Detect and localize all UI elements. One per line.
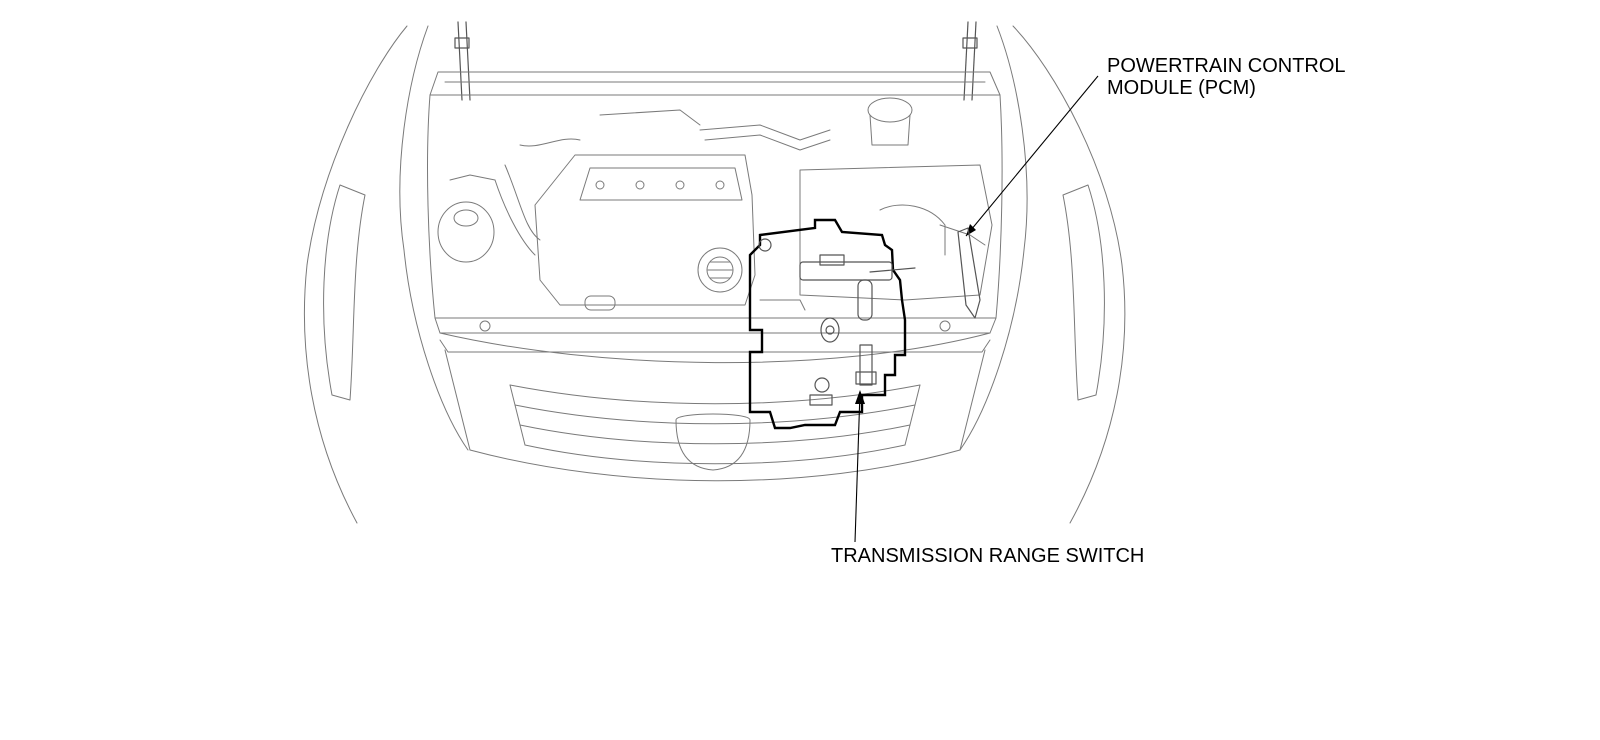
front-bumper	[439, 332, 991, 482]
left-headlight	[323, 184, 366, 401]
right-fender-inner	[959, 25, 1028, 451]
coolant-reservoir	[437, 201, 495, 263]
honda-emblem	[675, 413, 751, 471]
right-headlight	[1062, 184, 1105, 401]
brake-fluid-reservoir	[867, 97, 913, 123]
engine-bay-frame	[427, 71, 1003, 334]
engine-assembly	[437, 97, 993, 311]
transmission-assembly	[748, 218, 916, 430]
left-fender-inner	[399, 25, 469, 451]
leader-lines	[854, 75, 1099, 543]
pcm-label-line1: POWERTRAIN CONTROL	[1107, 55, 1346, 77]
radiator-support	[434, 317, 997, 334]
car-body	[303, 25, 1126, 524]
left-fender-outline	[303, 25, 408, 524]
transmission-outline	[748, 218, 907, 430]
oil-filler-cap	[697, 247, 743, 293]
engine-cover	[534, 154, 756, 306]
trs-leader	[854, 391, 861, 543]
pcm-leader	[965, 75, 1099, 237]
pcm-module	[957, 227, 981, 319]
hood-struts	[454, 21, 978, 101]
grille	[509, 384, 921, 471]
pcm-label-line2: MODULE (PCM)	[1107, 77, 1256, 99]
trs-arrowhead	[855, 390, 865, 404]
air-cleaner-box	[799, 164, 993, 301]
transmission-range-switch-label: TRANSMISSION RANGE SWITCH	[831, 545, 1144, 567]
right-fender-outline	[1012, 25, 1126, 524]
